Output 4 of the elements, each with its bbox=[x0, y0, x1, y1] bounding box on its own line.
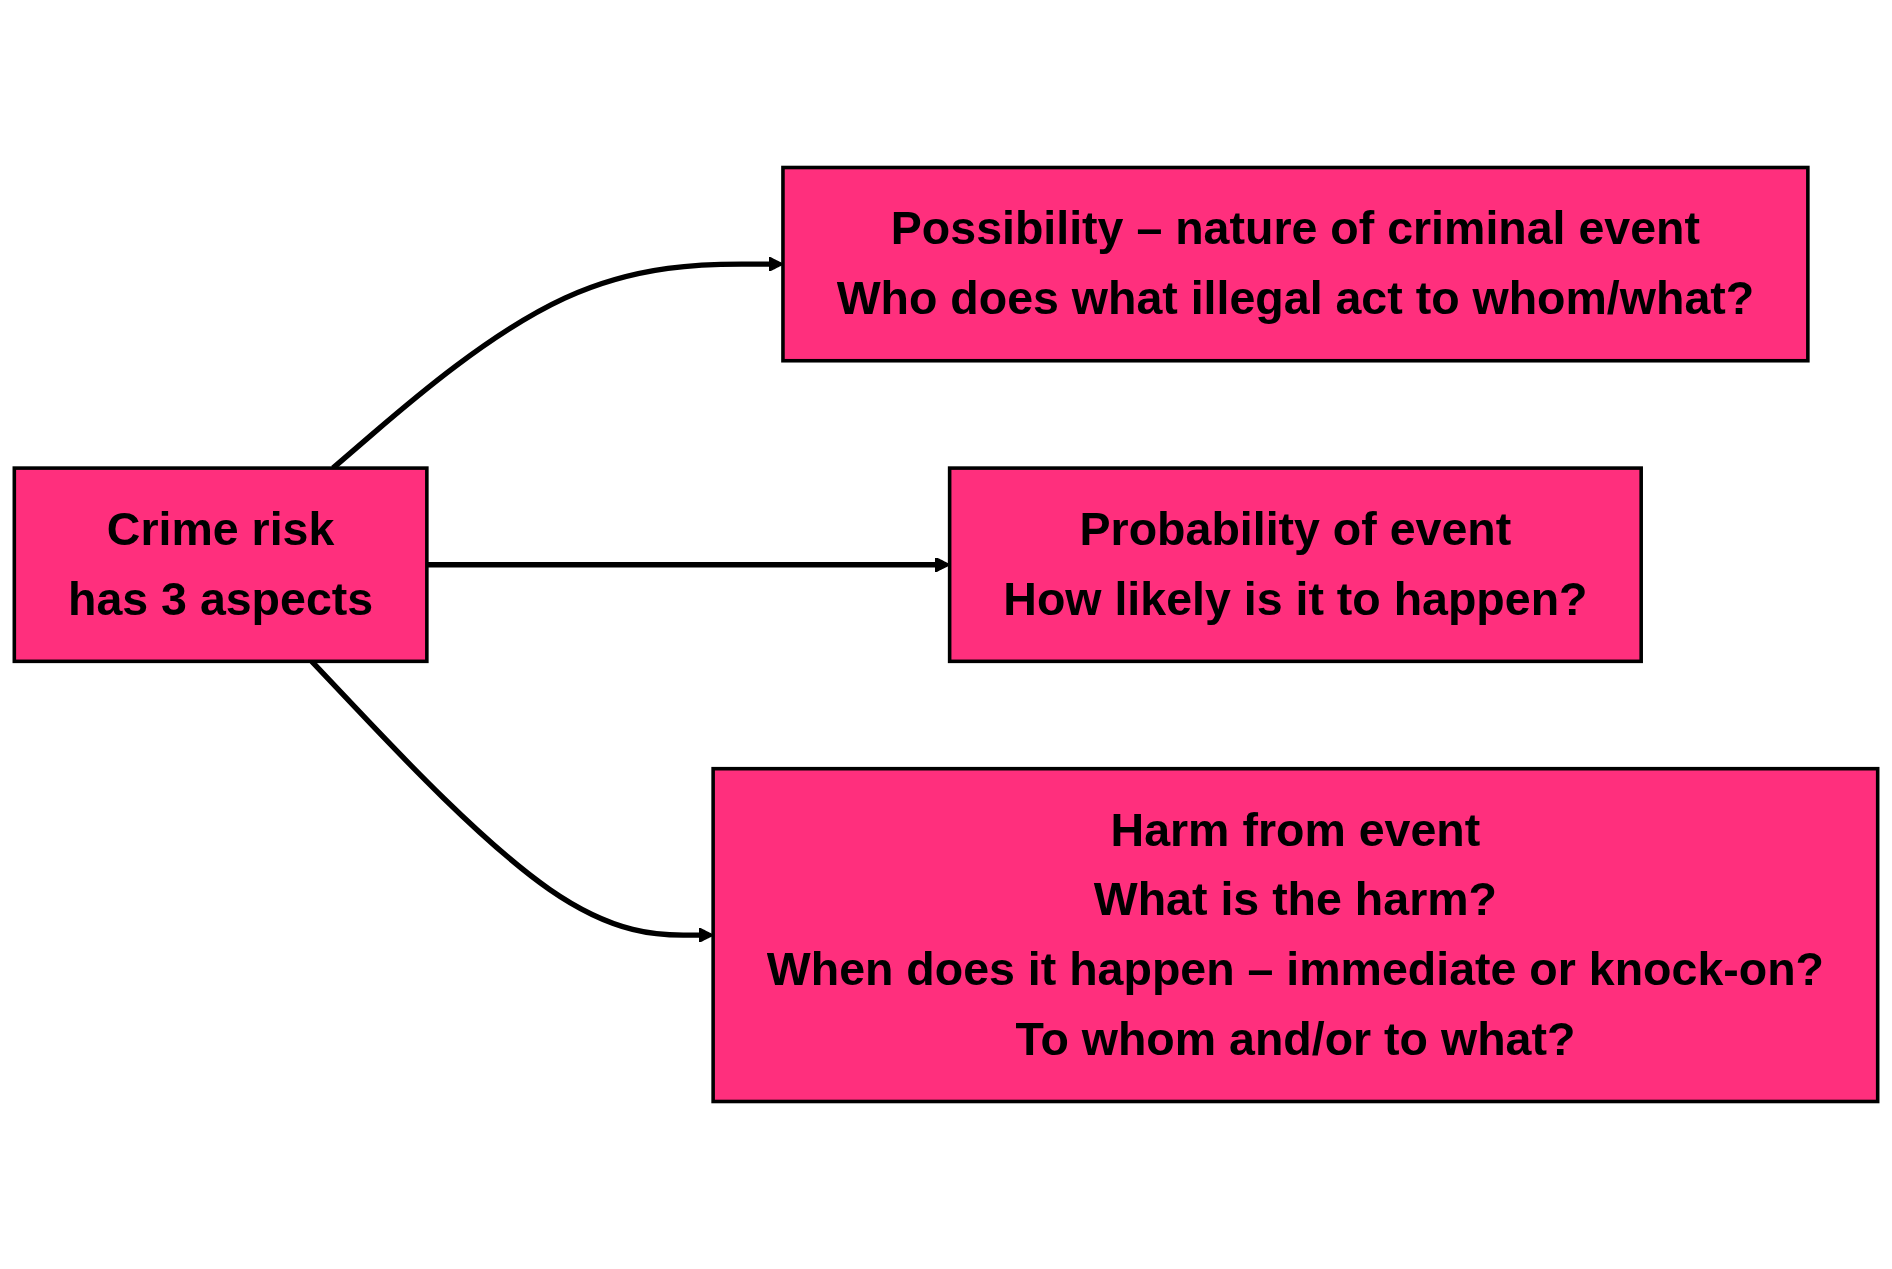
node-box: Harm from event What is the harm? When does it happen – immediate or knock-on? To whom and/or to what? bbox=[711, 766, 1880, 1104]
node-box: Crime risk has 3 aspects bbox=[12, 466, 429, 664]
node-box: Probability of event How likely is it to happen? bbox=[947, 466, 1643, 664]
node-box: Possibility – nature of criminal event Who does what illegal act to whom/what? bbox=[781, 165, 1810, 363]
